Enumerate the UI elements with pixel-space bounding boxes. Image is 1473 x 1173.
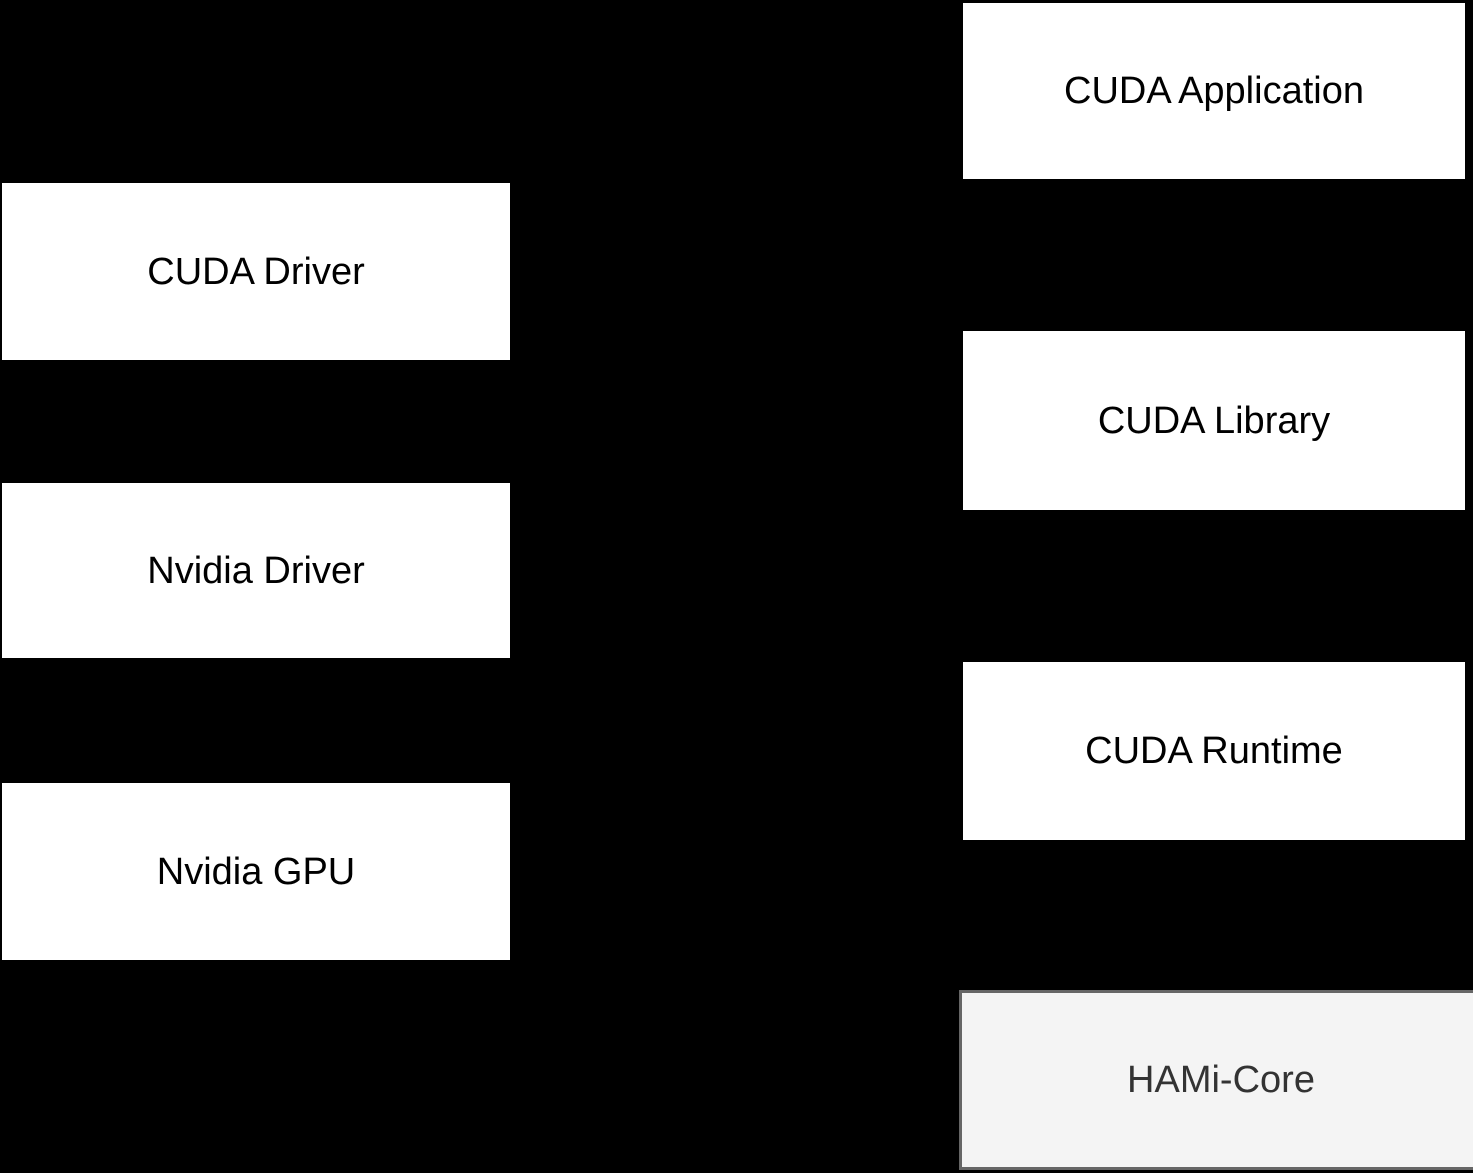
node-cuda-application: CUDA Application [963,3,1465,179]
node-cuda-driver: CUDA Driver [2,183,510,360]
node-cuda-runtime-label: CUDA Runtime [1085,730,1343,772]
node-nvidia-gpu: Nvidia GPU [2,783,510,960]
node-nvidia-driver: Nvidia Driver [2,483,510,658]
node-cuda-library-label: CUDA Library [1097,399,1331,442]
node-hami-core: HAMi-Core [959,990,1473,1170]
node-nvidia-gpu-label: Nvidia GPU [156,850,356,893]
node-cuda-driver-label: CUDA Driver [147,250,365,293]
node-cuda-library: CUDA Library [963,331,1465,510]
node-nvidia-driver-label: Nvidia Driver [147,549,365,592]
node-cuda-runtime: CUDA Runtime [963,662,1465,840]
node-hami-core-label: HAMi-Core [1127,1059,1315,1101]
node-cuda-application-label: CUDA Application [1064,70,1364,112]
